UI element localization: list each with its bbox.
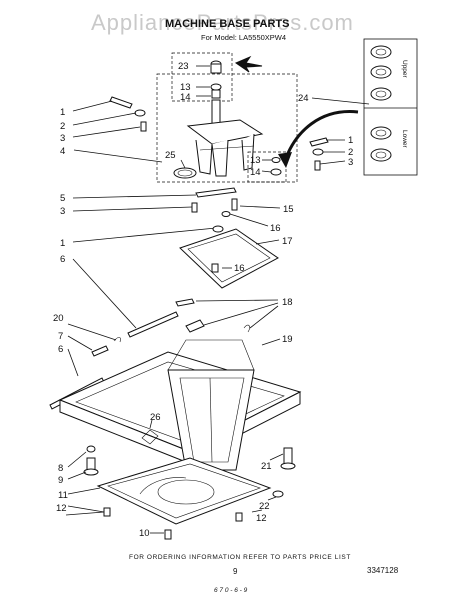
watermark: AppliancePartsPros.com	[91, 10, 354, 35]
callout-19: 19	[282, 334, 293, 345]
callout-25: 25	[165, 150, 176, 161]
callout-24: 24	[298, 93, 309, 104]
inset-upper-label: Upper	[401, 60, 408, 79]
tray-group	[179, 225, 280, 289]
callout-14: 14	[180, 92, 191, 103]
callout-9: 9	[58, 475, 63, 486]
callout-2: 2	[60, 121, 65, 132]
callout-16: 16	[234, 263, 245, 274]
callout-20: 20	[53, 313, 64, 324]
callout-15: 15	[283, 204, 294, 215]
middle-fasteners	[72, 187, 281, 243]
callout-12: 12	[256, 513, 267, 524]
callout-1: 1	[60, 238, 65, 249]
callout-4: 4	[60, 146, 65, 157]
page-number: 9	[233, 567, 238, 576]
ordering-note: FOR ORDERING INFORMATION REFER TO PARTS …	[129, 554, 351, 561]
callout-1: 1	[348, 135, 353, 146]
callout-17: 17	[282, 236, 293, 247]
upper-bearing-group	[171, 52, 263, 102]
inset-lower-label: Lower	[401, 130, 408, 149]
machine-base-frame	[58, 338, 302, 471]
callout-3: 3	[60, 206, 65, 217]
callout-13: 13	[250, 155, 261, 166]
callout-12: 12	[56, 503, 67, 514]
callout-23: 23	[178, 61, 189, 72]
handwritten-code: 6 7 0 - 6 - 9	[214, 587, 248, 594]
callout-8: 8	[58, 463, 63, 474]
callout-16: 16	[270, 223, 281, 234]
callout-13: 13	[180, 82, 191, 93]
callout-2: 2	[348, 147, 353, 158]
callout-26: 26	[150, 412, 161, 423]
callout-6: 6	[58, 344, 63, 355]
bearing-inset: Upper Lower	[278, 38, 418, 176]
base-plate	[65, 457, 272, 540]
callout-14: 14	[250, 167, 261, 178]
callout-1: 1	[60, 107, 65, 118]
callout-5: 5	[60, 193, 65, 204]
callout-18: 18	[282, 297, 293, 308]
legs-group	[67, 445, 296, 522]
callout-3: 3	[60, 133, 65, 144]
callout-22: 22	[259, 501, 270, 512]
diagram-title: MACHINE BASE PARTS	[165, 18, 289, 30]
model-line: For Model: LA5550XPW4	[201, 33, 286, 42]
callout-11: 11	[58, 490, 68, 501]
callout-6: 6	[60, 254, 65, 265]
gearcase-group	[72, 73, 346, 183]
doc-number: 3347128	[367, 566, 399, 575]
callout-21: 21	[261, 461, 272, 472]
callout-3: 3	[348, 157, 353, 168]
callout-10: 10	[139, 528, 150, 539]
callout-7: 7	[58, 331, 63, 342]
